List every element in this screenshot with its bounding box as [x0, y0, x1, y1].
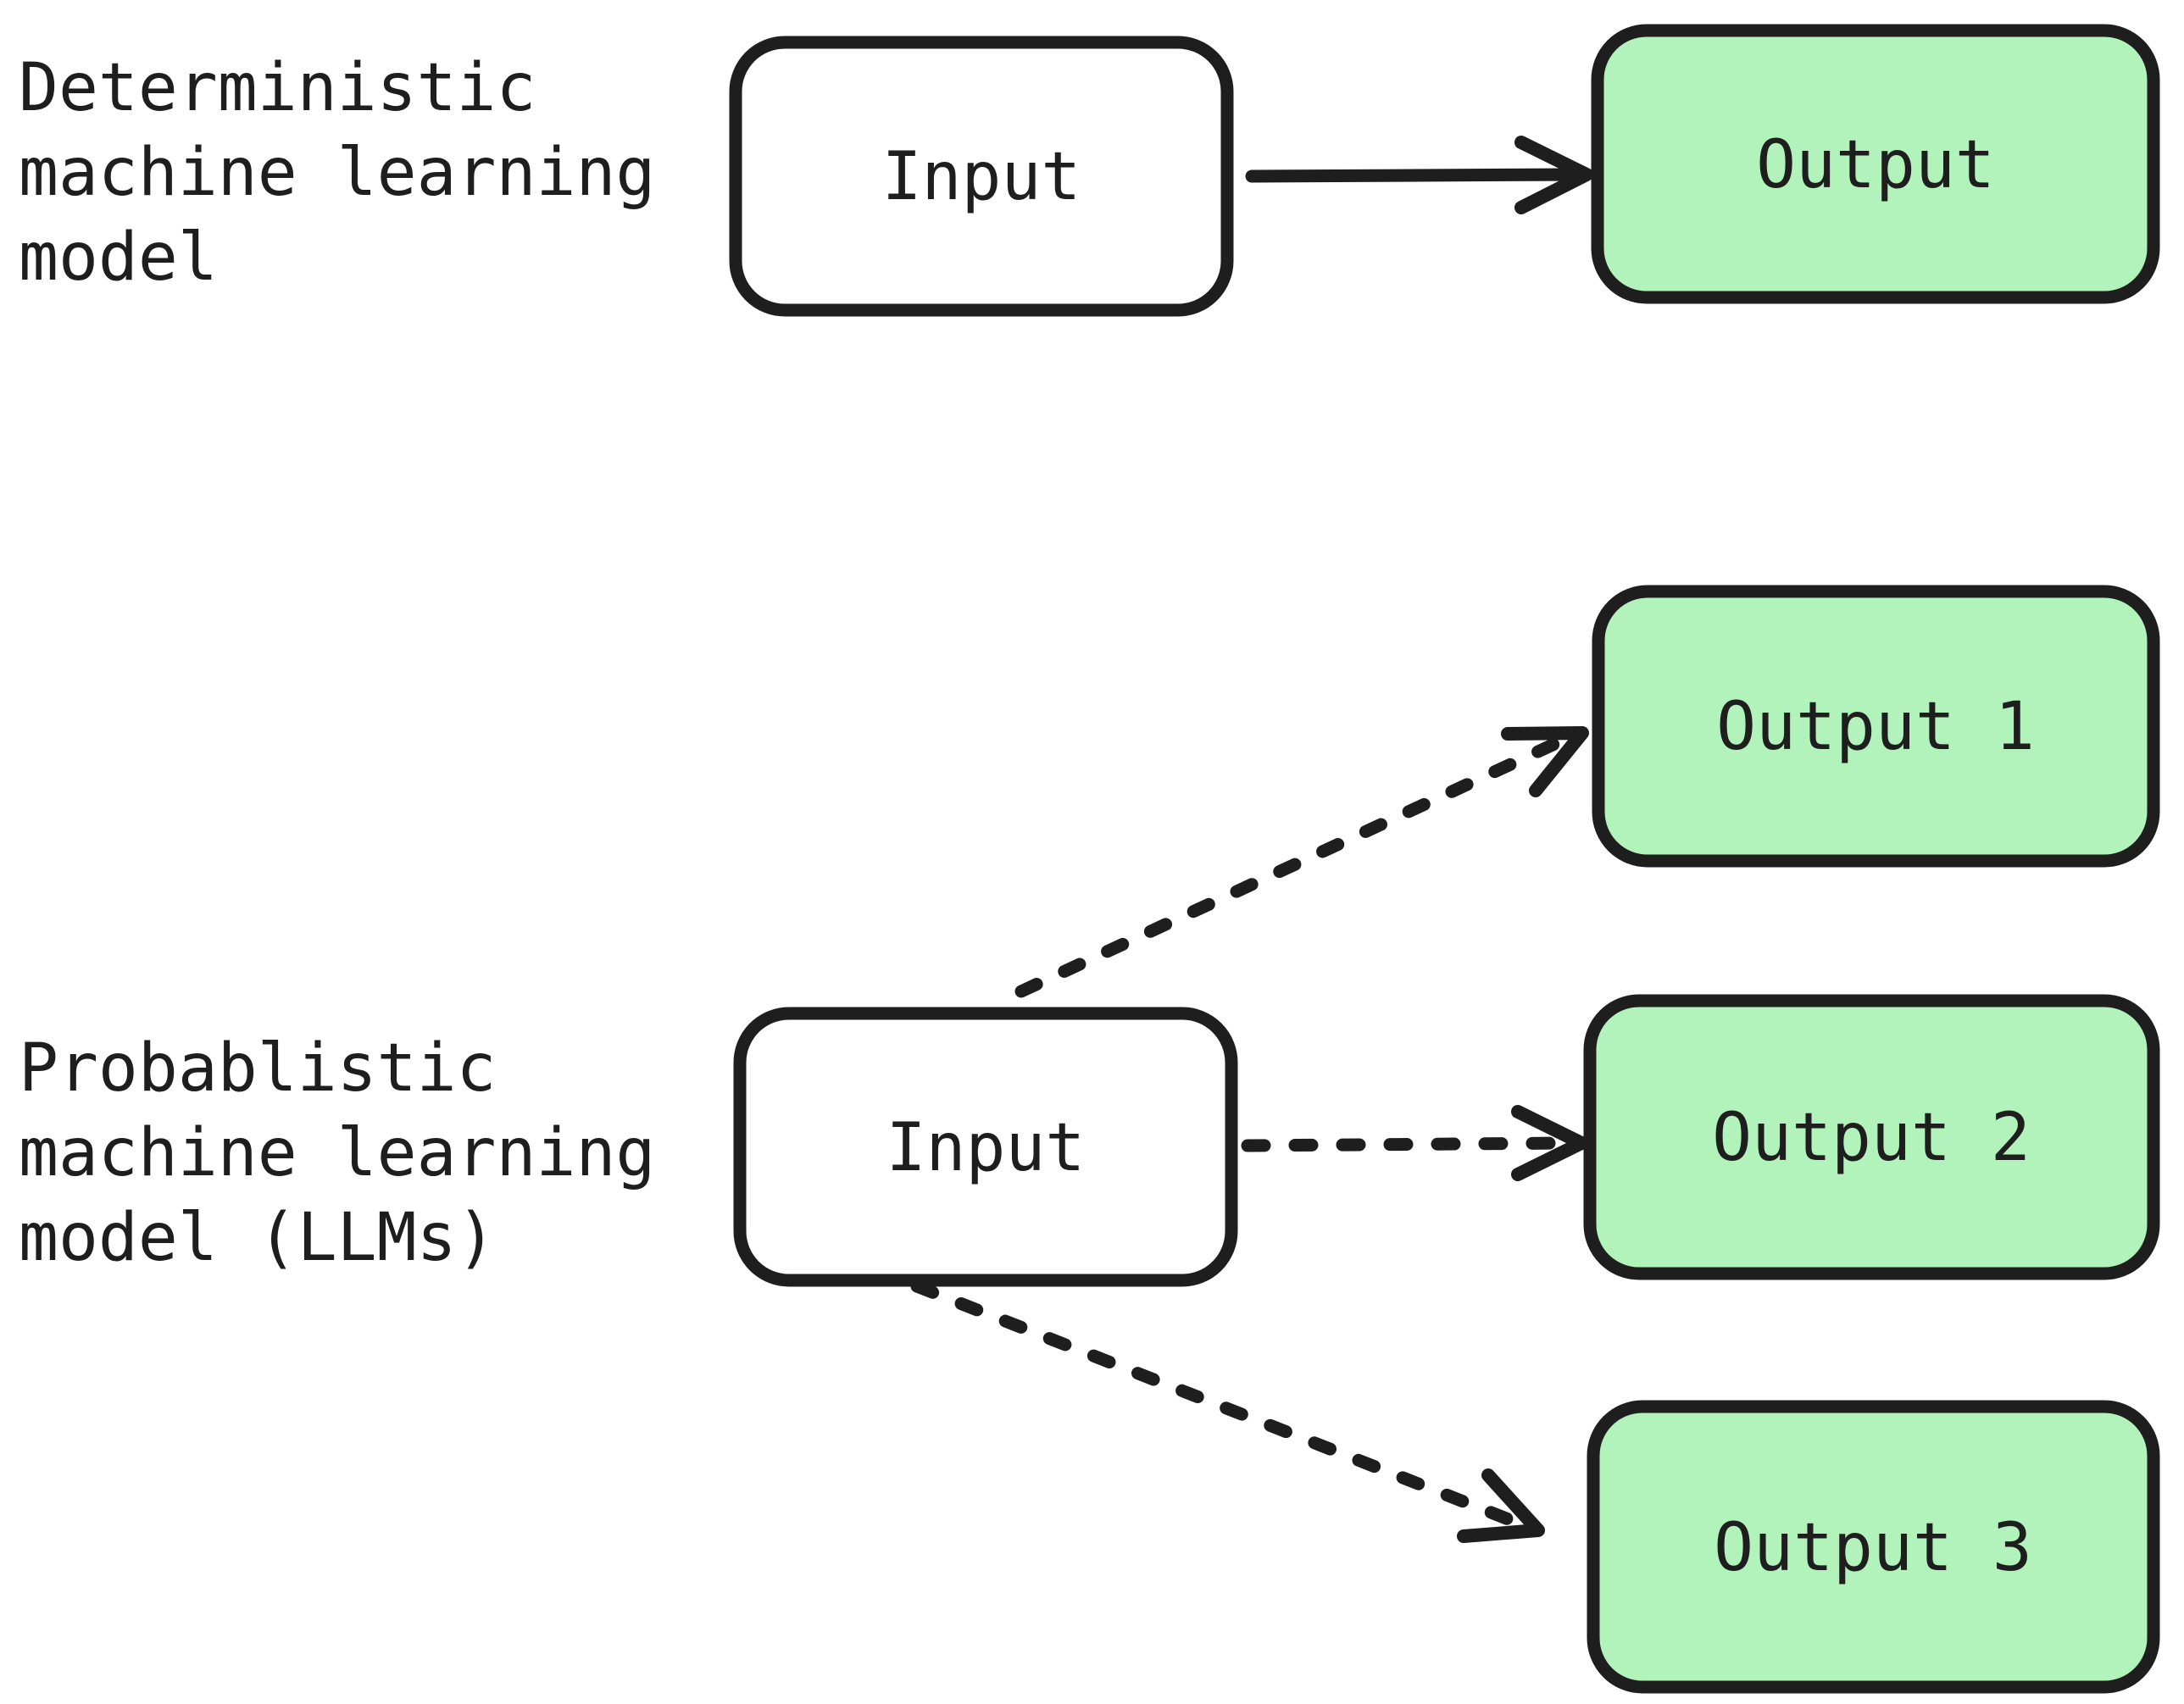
- output-node-deterministic-box: [1591, 24, 2160, 304]
- output-node-3-box: [1587, 1400, 2160, 1694]
- output-node-1: Output 1: [1592, 585, 2160, 868]
- arrow-input-to-output: [1245, 136, 1593, 214]
- arrow-input-to-output-head: [1514, 136, 1593, 214]
- output-node-1-box: [1592, 585, 2160, 868]
- arrow-input-to-output-2-head: [1511, 1105, 1588, 1181]
- output-node-2-box: [1583, 994, 2160, 1280]
- arrow-input-to-output-1: [1014, 726, 1589, 998]
- section-deterministic-label-line-1: Deterministic: [19, 50, 536, 126]
- input-node-probabilistic-box: [733, 1007, 1238, 1287]
- section-probabilistic-label-line-3: model (LLMs): [19, 1200, 497, 1276]
- arrow-input-to-output-1-line: [1014, 733, 1570, 998]
- input-node-deterministic: Input: [729, 36, 1234, 317]
- arrow-input-to-output-line: [1245, 168, 1585, 183]
- input-node-deterministic-box: [729, 36, 1234, 317]
- output-node-deterministic: Output: [1591, 24, 2160, 304]
- arrow-input-to-output-1-head: [1501, 726, 1589, 797]
- section-deterministic: Deterministic machine learning model Inp…: [19, 24, 2160, 317]
- output-node-2-label: Output 2: [1712, 1100, 2031, 1176]
- input-node-deterministic-label: Input: [882, 139, 1081, 215]
- section-probabilistic-label-line-1: Probablistic: [19, 1030, 497, 1107]
- arrow-input-to-output-3-head: [1457, 1468, 1545, 1543]
- section-probabilistic: Probablistic machine learning model (LLM…: [19, 585, 2160, 1694]
- output-node-2: Output 2: [1583, 994, 2160, 1280]
- output-node-3-label: Output 3: [1714, 1510, 2032, 1586]
- section-deterministic-label-line-3: model: [19, 219, 218, 296]
- arrow-input-to-output-3-line: [910, 1279, 1528, 1531]
- input-node-probabilistic-label: Input: [886, 1110, 1086, 1186]
- arrow-input-to-output-2: [1241, 1105, 1588, 1181]
- output-node-1-label: Output 1: [1716, 689, 2035, 765]
- output-node-deterministic-label: Output: [1756, 127, 1995, 203]
- input-node-probabilistic: Input: [733, 1007, 1238, 1287]
- arrow-input-to-output-3: [910, 1279, 1545, 1543]
- section-deterministic-label-line-2: machine learning: [19, 135, 655, 211]
- output-node-3: Output 3: [1587, 1400, 2160, 1694]
- section-probabilistic-label-line-2: machine learning: [19, 1115, 655, 1191]
- arrow-input-to-output-2-line: [1241, 1136, 1573, 1152]
